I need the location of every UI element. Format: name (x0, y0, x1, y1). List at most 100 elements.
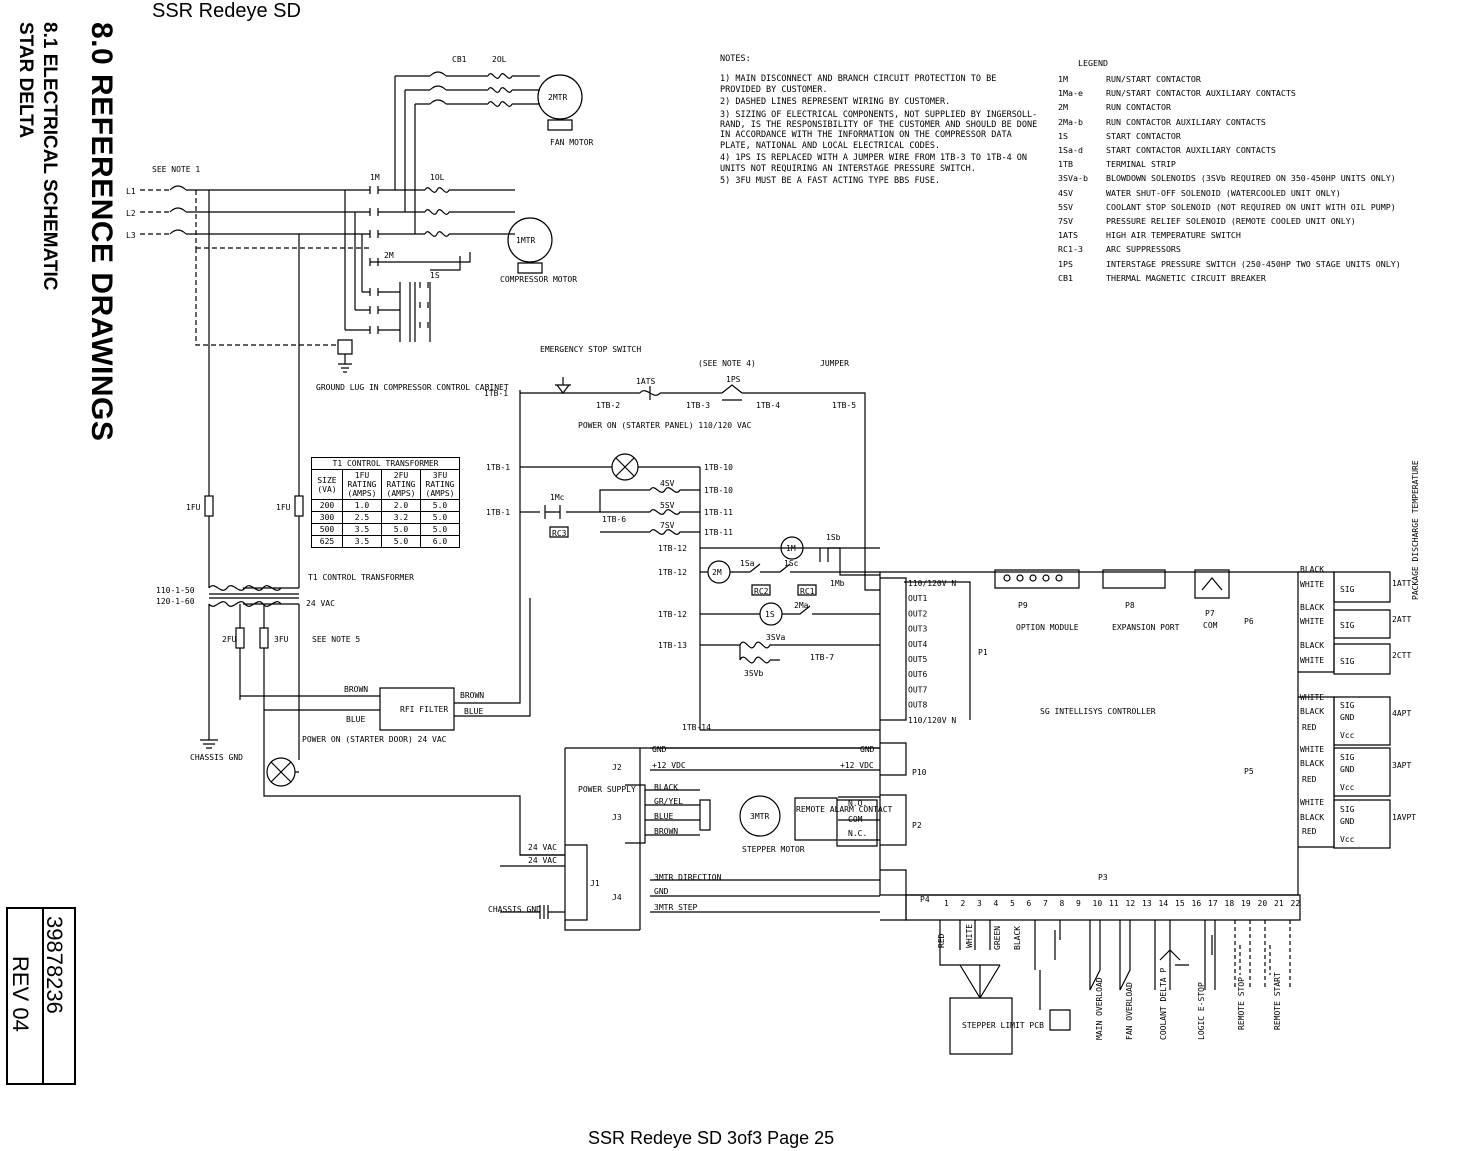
label-tb12: 1TB-12 (658, 544, 687, 553)
label-vcc-2: Vcc (1340, 783, 1355, 792)
label-p3: P3 (1098, 873, 1108, 882)
label-red-1: RED (1302, 827, 1317, 836)
label-remote-alarm: REMOTE ALARM CONTACT (796, 805, 893, 814)
controller-output-label: OUT1 (908, 594, 927, 603)
label-tb11: 1TB-11 (704, 508, 733, 517)
label-p10: P10 (912, 768, 927, 777)
label-1m-coil: 1M (786, 544, 796, 553)
transformer-section (200, 190, 565, 867)
label-2m: 2M (384, 251, 394, 260)
label-chassis-gnd: CHASSIS GND (190, 753, 243, 762)
label-gnd-right: GND (860, 745, 875, 754)
label-tb6: 1TB-6 (602, 515, 626, 524)
label-p4: P4 (920, 895, 930, 904)
label-vcc-1: Vcc (1340, 731, 1355, 740)
table-cell: 6.0 (420, 535, 460, 548)
label-black-5: BLACK (1300, 759, 1324, 768)
label-l2: L2 (126, 209, 136, 218)
label-3mtr: 3MTR (750, 812, 769, 821)
legend-desc: START CONTACTOR (1106, 130, 1181, 141)
label-see-note1: SEE NOTE 1 (152, 165, 200, 174)
controller-output-label: OUT3 (908, 625, 927, 634)
controller-output-label: OUT7 (908, 685, 927, 694)
label-1fu-right: 1FU (276, 503, 291, 512)
label-7sv: 7SV (660, 521, 675, 530)
label-brown-left: BROWN (344, 685, 368, 694)
label-p1: P1 (978, 648, 988, 657)
label-coolant-delta: COOLANT DELTA P (1159, 968, 1168, 1040)
legend-desc: START CONTACTOR AUXILIARY CONTACTS (1106, 145, 1276, 155)
label-red-7: RED (1302, 723, 1317, 732)
label-black: BLACK (654, 783, 678, 792)
label-brown-right: BROWN (460, 691, 484, 700)
label-4sv: 4SV (660, 479, 675, 488)
label-fan-motor: FAN MOTOR (550, 138, 594, 147)
p3-pin-number: 19 (1241, 899, 1251, 908)
label-tb1c: 1TB-1 (486, 508, 510, 517)
controller-output-label: OUT6 (908, 670, 927, 679)
label-sig-2: SIG (1340, 621, 1355, 630)
label-black-6: BLACK (1300, 565, 1324, 574)
controller-output-label: OUT5 (908, 655, 927, 664)
note-item: 1) MAIN DISCONNECT AND BRANCH CIRCUIT PR… (720, 74, 997, 95)
p3-pin-number: 22 (1291, 899, 1301, 908)
label-ps: 1PS (726, 375, 741, 384)
legend-desc: RUN/START CONTACTOR (1106, 74, 1201, 84)
controller-output-label: OUT2 (908, 609, 927, 618)
label-24vac-b: 24 VAC (528, 856, 557, 865)
label-p5: P5 (1244, 767, 1254, 776)
legend-code: 2M (1058, 102, 1068, 113)
label-rc3: RC3 (552, 529, 567, 538)
label-black-8: BLACK (1300, 707, 1324, 716)
label-p2: P2 (912, 821, 922, 830)
p3-pin-number: 15 (1175, 899, 1185, 908)
label-v120: 120-1-60 (156, 597, 195, 606)
label-tb10: 1TB-10 (704, 463, 733, 472)
label-tb1b: 1TB-1 (486, 463, 510, 472)
label-gnd2: GND (654, 887, 669, 896)
p3-pin-number: 16 (1192, 899, 1202, 908)
legend-desc: TERMINAL STRIP (1106, 159, 1176, 170)
label-white-6b: WHITE (1300, 745, 1324, 754)
label-see-note4: (SEE NOTE 4) (698, 359, 756, 368)
label-1ol: 1OL (430, 173, 445, 182)
label-comp-motor: COMPRESSOR MOTOR (500, 275, 577, 284)
label-12vdc-right: +12 VDC (840, 761, 874, 770)
label-chassis-gnd2: CHASSIS GND (488, 905, 541, 914)
document-block (6, 907, 76, 1085)
label-j2: J2 (612, 763, 622, 772)
label-estop: EMERGENCY STOP SWITCH (540, 345, 641, 354)
label-3mtr-dir: 3MTR DIRECTION (654, 873, 722, 882)
label-gnd: GND (652, 745, 667, 754)
transformer-table: T1 CONTROL TRANSFORMER SIZE (VA) 1FU RAT… (311, 457, 460, 548)
label-com2: COM (848, 815, 863, 824)
rotated-labels: RED WHITE GREEN BLACK MAIN OVERLOAD FAN … (937, 460, 1420, 1040)
label-remote-stop: REMOTE STOP (1237, 977, 1246, 1030)
label-see-note5: SEE NOTE 5 (312, 635, 360, 644)
labels-layer: CB1 2OL 2MTR FAN MOTOR SEE NOTE 1 L1 L2 … (126, 55, 1416, 1030)
label-main-overload: MAIN OVERLOAD (1095, 977, 1104, 1040)
label-gnd-s2: GND (1340, 765, 1355, 774)
label-1s: 1S (430, 271, 440, 280)
label-tb12c: 1TB-12 (658, 610, 687, 619)
p3-pin-number: 2 (961, 899, 966, 908)
p3-pin-number: 5 (1010, 899, 1015, 908)
label-p8: P8 (1125, 601, 1135, 610)
label-sig-6: SIG (1340, 805, 1355, 814)
label-l1: L1 (126, 187, 136, 196)
label-black-p3: BLACK (1013, 926, 1022, 950)
label-fan-motor-id: 2MTR (548, 93, 567, 102)
label-1att: 1ATT (1392, 579, 1411, 588)
label-3mtr-step: 3MTR STEP (654, 903, 698, 912)
label-1mb: 1Mb (830, 579, 845, 588)
label-j1: J1 (590, 879, 600, 888)
label-sig-4: SIG (1340, 701, 1355, 710)
